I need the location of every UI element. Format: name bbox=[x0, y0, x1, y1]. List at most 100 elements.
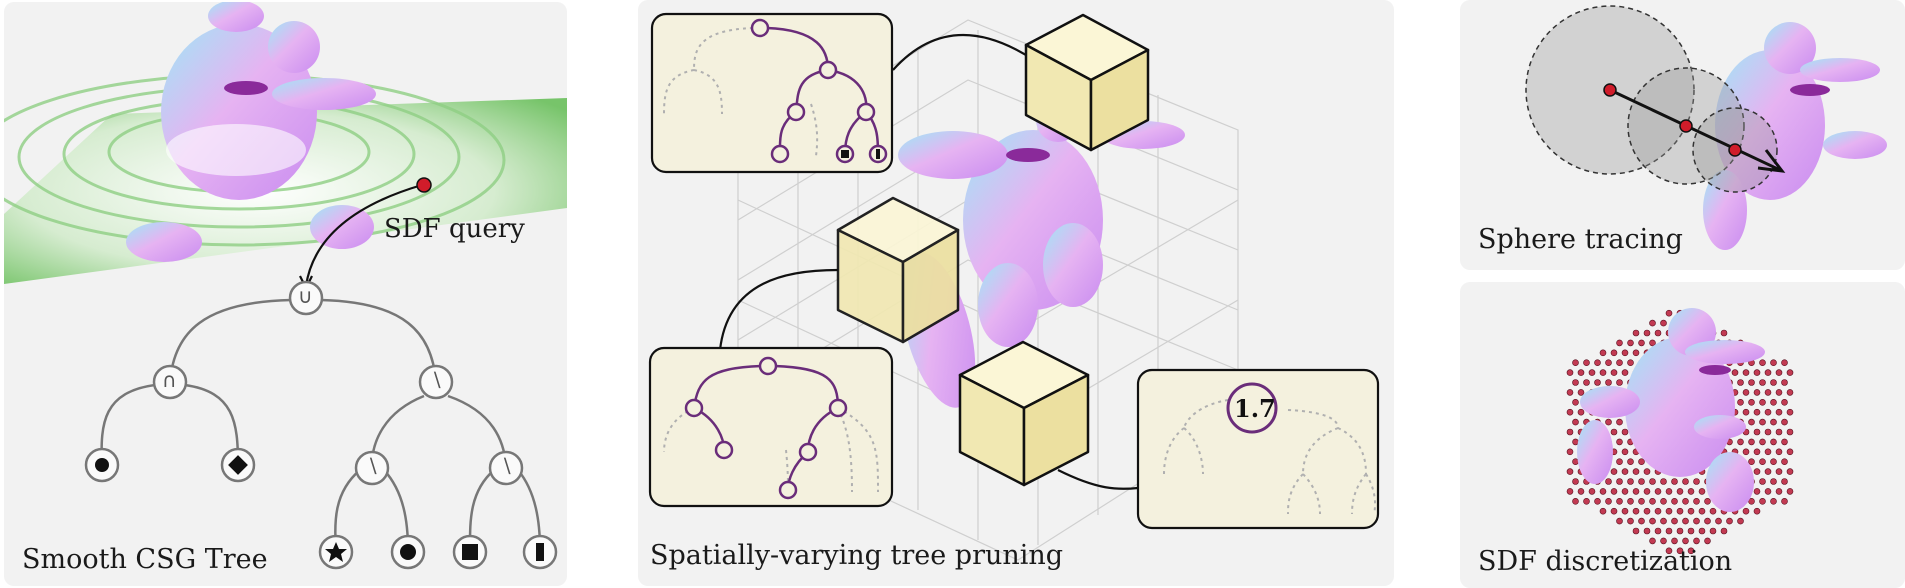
sdf-sample-dot bbox=[1627, 498, 1634, 505]
blob-figure bbox=[1577, 308, 1765, 512]
sdf-sample-dot bbox=[1583, 379, 1590, 386]
sdf-sample-dot bbox=[1687, 527, 1695, 535]
sdf-sample-dot bbox=[1643, 527, 1651, 535]
sdf-sample-dot bbox=[1627, 517, 1634, 525]
sdf-sample-dot bbox=[1753, 428, 1761, 436]
cube-bottom bbox=[958, 340, 1090, 487]
sdf-sample-dot bbox=[1572, 359, 1579, 366]
sdf-sample-dot bbox=[1759, 359, 1766, 366]
sdf-sample-dot bbox=[1638, 498, 1645, 505]
sdf-sample-dot bbox=[1676, 527, 1684, 535]
sdf-sample-dot bbox=[1605, 478, 1612, 485]
sdf-sample-dot bbox=[1577, 408, 1585, 416]
inset-tree-right bbox=[1136, 368, 1380, 530]
sdf-sample-dot bbox=[1665, 507, 1673, 515]
pruning-panel-caption: Spatially-varying tree pruning bbox=[650, 540, 1064, 571]
pruned-value: 1.7 bbox=[1234, 394, 1276, 423]
sdf-sample-dot bbox=[1572, 478, 1579, 485]
sdf-sample-dot bbox=[1737, 399, 1744, 406]
sdf-sample-dot bbox=[1693, 537, 1700, 545]
sdf-sample-dot bbox=[1660, 478, 1667, 485]
sdf-sample-dot bbox=[1764, 408, 1772, 416]
trace-step-point bbox=[1728, 143, 1742, 157]
tracing-panel: Sphere tracing bbox=[1460, 0, 1905, 270]
sdf-sample-dot bbox=[1742, 507, 1750, 515]
sdf-sample-dot bbox=[1572, 379, 1579, 386]
inset-tree-top bbox=[650, 12, 894, 174]
sdf-sample-dot bbox=[1566, 488, 1574, 495]
sdf-sample-dot bbox=[1583, 498, 1590, 505]
sdf-sample-dot bbox=[1566, 389, 1574, 396]
sdf-sample-dot bbox=[1781, 458, 1788, 465]
sdf-sample-dot bbox=[1643, 468, 1651, 475]
sdf-sample-dot bbox=[1643, 507, 1651, 515]
sdf-sample-dot bbox=[1682, 537, 1689, 545]
sdf-sample-dot bbox=[1566, 468, 1574, 475]
value-circle bbox=[1226, 382, 1278, 434]
sdf-sample-dot bbox=[1621, 428, 1629, 436]
sdf-sample-dot bbox=[1748, 399, 1755, 406]
sdf-sample-dot bbox=[1759, 438, 1766, 446]
sdf-sample-dot bbox=[1572, 418, 1579, 426]
sdf-sample-dot bbox=[1687, 547, 1695, 555]
sdf-sample-dot bbox=[1775, 488, 1783, 495]
sdf-sample-dot bbox=[1676, 547, 1684, 555]
sdf-sample-dot bbox=[1621, 468, 1629, 475]
tracing-illustration bbox=[1525, 5, 1887, 250]
sdf-sample-dot bbox=[1594, 379, 1601, 386]
sdf-sample-dot bbox=[1682, 498, 1689, 505]
sdf-sample-dot bbox=[1577, 488, 1585, 495]
sdf-sample-dot bbox=[1632, 507, 1640, 515]
sdf-sample-dot bbox=[1649, 517, 1656, 525]
sdf-sample-dot bbox=[1786, 408, 1794, 416]
sdf-sample-dot bbox=[1731, 369, 1739, 376]
sdf-sample-dot bbox=[1737, 517, 1744, 525]
sdf-sample-dot bbox=[1764, 448, 1772, 456]
sdf-sample-dot bbox=[1759, 418, 1766, 426]
sdf-sample-dot bbox=[1764, 488, 1772, 495]
sdf-sample-dot bbox=[1709, 527, 1717, 535]
sdf-sample-dot bbox=[1616, 498, 1623, 505]
sdf-sample-dot bbox=[1671, 517, 1678, 525]
sdf-sample-dot bbox=[1665, 309, 1673, 317]
sdf-sample-dot bbox=[1704, 498, 1711, 505]
sdf-sample-dot bbox=[1616, 438, 1623, 446]
sdf-sample-dot bbox=[1599, 488, 1607, 495]
sdf-sample-dot bbox=[1770, 418, 1777, 426]
csg-tree-edges bbox=[100, 298, 542, 551]
sdf-sample-dot bbox=[1632, 488, 1640, 495]
sdf-sample-dot bbox=[1665, 547, 1673, 555]
sdf-sample-dot bbox=[1704, 537, 1711, 545]
sdf-sample-dot bbox=[1698, 527, 1706, 535]
sdf-sample-dot bbox=[1786, 448, 1794, 456]
sdf-sample-dot bbox=[1643, 488, 1651, 495]
difference-operator: ∖ bbox=[500, 454, 513, 478]
sdf-sample-dot bbox=[1742, 408, 1750, 416]
sdf-sample-dot bbox=[1627, 339, 1634, 347]
cube-left bbox=[836, 196, 960, 344]
sdf-sample-dot bbox=[1583, 359, 1590, 366]
sdf-sample-dot bbox=[1572, 498, 1579, 505]
sdf-sample-dot bbox=[1649, 537, 1656, 545]
sdf-sample-dot bbox=[1654, 527, 1662, 535]
sdf-sample-dot bbox=[1610, 349, 1618, 357]
sdf-sample-dot bbox=[1715, 517, 1722, 525]
sdf-sample-dot bbox=[1638, 458, 1645, 465]
sdf-sample-dot bbox=[1687, 507, 1695, 515]
sdf-sample-dot bbox=[1737, 438, 1744, 446]
discretization-panel-caption: SDF discretization bbox=[1478, 546, 1733, 577]
sdf-sample-dot bbox=[1616, 418, 1623, 426]
sdf-sample-dot bbox=[1709, 507, 1717, 515]
sdf-sample-dot bbox=[1649, 498, 1656, 505]
sdf-sample-dot bbox=[1759, 458, 1766, 465]
sdf-sample-dot bbox=[1671, 498, 1678, 505]
sdf-sample-dot bbox=[1786, 428, 1794, 436]
sdf-sample-dot bbox=[1594, 498, 1601, 505]
sdf-sample-dot bbox=[1759, 478, 1766, 485]
trace-step-point bbox=[1603, 83, 1617, 97]
sdf-sample-dot bbox=[1759, 498, 1766, 505]
union-operator: ∪ bbox=[298, 284, 313, 308]
sdf-sample-dot bbox=[1671, 537, 1678, 545]
sdf-sample-dot bbox=[1781, 418, 1788, 426]
tracing-ray bbox=[1609, 88, 1781, 172]
